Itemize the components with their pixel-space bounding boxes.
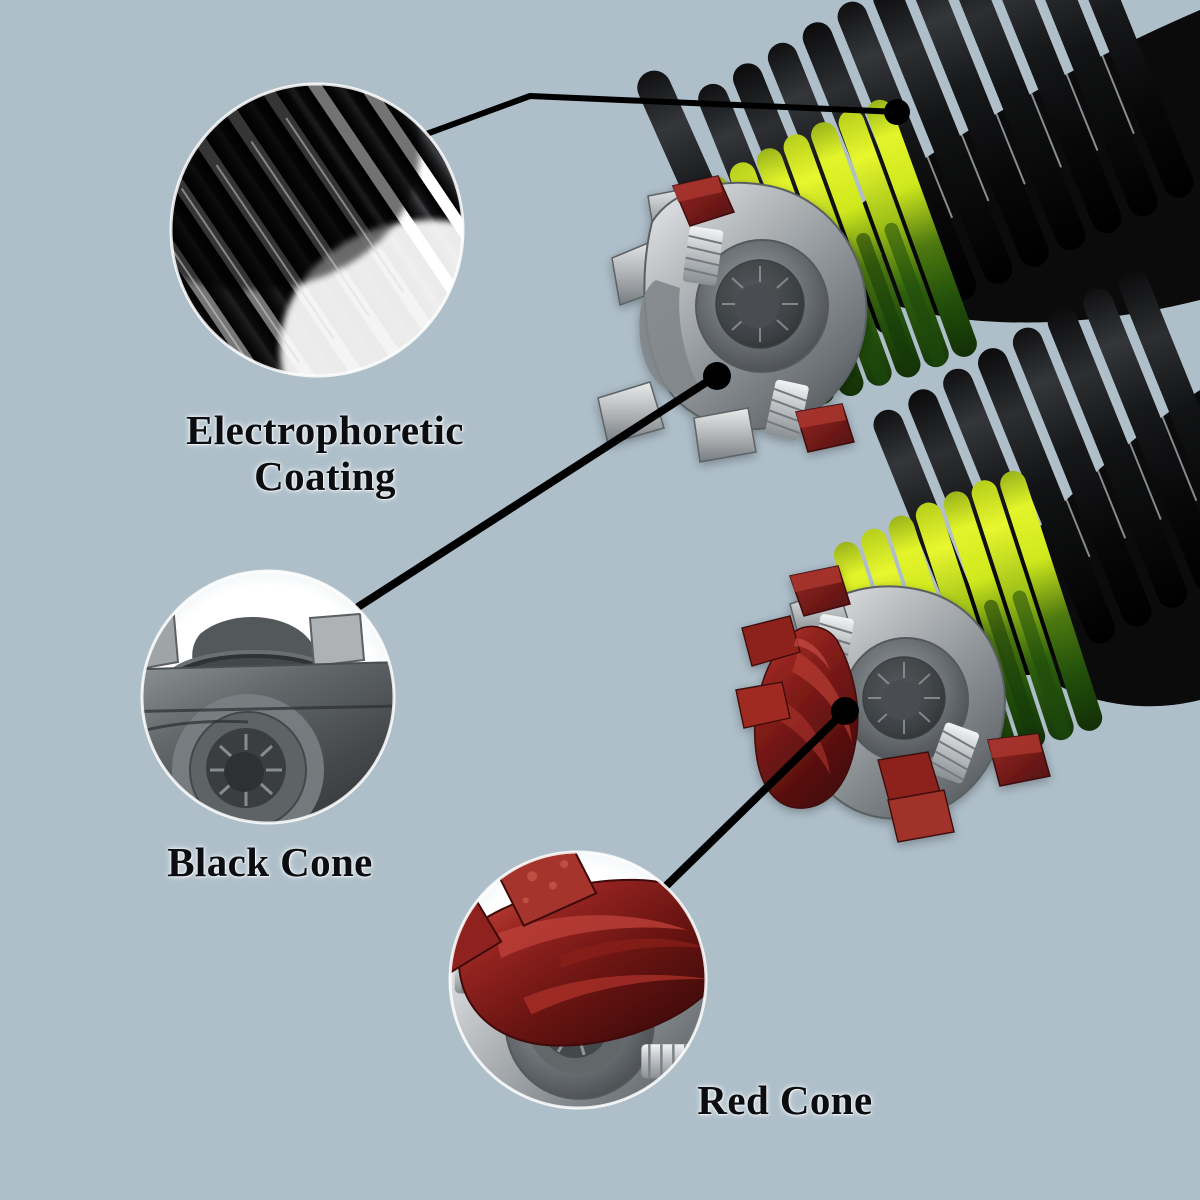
upper-spring-coils bbox=[698, 0, 1200, 365]
callout-label-red-cone: Red Cone bbox=[697, 1077, 873, 1123]
callout-circle-red-cone bbox=[448, 850, 708, 1110]
leader-dot-red-cone bbox=[831, 697, 859, 725]
callout-label-electrophoretic-coating: Electrophoretic Coating bbox=[186, 407, 464, 499]
lower-cone-assembly bbox=[735, 565, 1051, 843]
leader-line-black-cone bbox=[354, 372, 720, 611]
product-photo-group bbox=[597, 0, 1200, 843]
upper-cone-assembly bbox=[597, 175, 868, 463]
leader-end-dots bbox=[703, 99, 910, 725]
red-cone-part bbox=[735, 615, 955, 843]
leader-line-electrophoretic bbox=[407, 93, 903, 143]
upper-bolt-bottom bbox=[765, 379, 855, 453]
leader-lines bbox=[354, 93, 903, 890]
leader-dot-black-cone bbox=[703, 362, 731, 390]
callout-circle-electrophoretic bbox=[169, 82, 465, 378]
callout-label-black-cone: Black Cone bbox=[167, 839, 373, 885]
lower-bolt-bottom bbox=[928, 722, 1051, 787]
callout-circle-black-cone bbox=[140, 569, 396, 825]
leader-dot-electrophoretic bbox=[884, 99, 910, 125]
leader-line-red-cone bbox=[662, 708, 848, 890]
upper-bolt-top bbox=[671, 175, 736, 286]
